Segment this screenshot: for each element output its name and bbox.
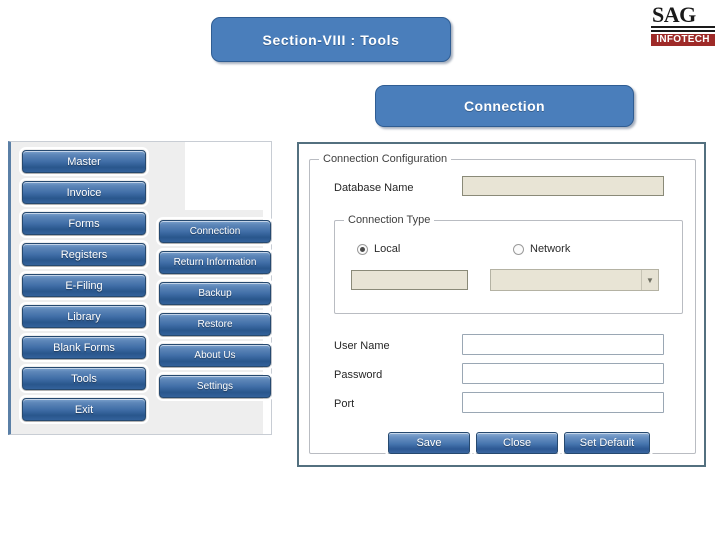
menu-button-e-filing[interactable]: E-Filing (19, 271, 149, 300)
menu-secondary-column: Connection Return Information Backup Res… (156, 217, 274, 401)
save-button[interactable]: Save (385, 429, 473, 457)
logo-bar-1 (651, 26, 715, 28)
radio-network[interactable]: Network (513, 243, 570, 255)
radio-network-icon (513, 243, 524, 255)
menu-button-backup[interactable]: Backup (156, 279, 274, 308)
password-input[interactable] (462, 363, 664, 384)
connection-configuration-group-title: Connection Configuration (319, 153, 452, 165)
menu-button-connection[interactable]: Connection (156, 217, 274, 246)
menu-primary-column: Master Invoice Forms Registers E-Filing … (19, 147, 149, 424)
menu-button-invoice[interactable]: Invoice (19, 178, 149, 207)
menu-button-blank-forms[interactable]: Blank Forms (19, 333, 149, 362)
connection-type-group: Connection Type Local Network ▼ (334, 214, 683, 314)
logo-bar-2 (651, 29, 715, 32)
set-default-button[interactable]: Set Default (561, 429, 653, 457)
user-name-input[interactable] (462, 334, 664, 355)
connection-title-text: Connection (464, 98, 545, 114)
instance-name-combobox[interactable]: ▼ (490, 269, 659, 291)
menu-button-registers[interactable]: Registers (19, 240, 149, 269)
logo-sub-text: INFOTECH (651, 34, 715, 46)
port-label: Port (334, 398, 355, 410)
logo-divider-bars (651, 26, 715, 33)
menu-button-library[interactable]: Library (19, 302, 149, 331)
menu-panel-blank-area (185, 142, 271, 210)
radio-local-label: Local (374, 243, 401, 255)
connection-configuration-group: Connection Configuration Database Name C… (309, 153, 696, 457)
database-name-label: Database Name (334, 182, 414, 194)
port-input[interactable] (462, 392, 664, 413)
connection-type-group-title: Connection Type (344, 214, 435, 226)
connection-title-banner: Connection (375, 85, 634, 127)
radio-local-icon (357, 243, 368, 255)
menu-button-about-us[interactable]: About Us (156, 341, 274, 370)
server-name-input[interactable] (351, 270, 468, 290)
logo-brand-text: SAG (652, 2, 696, 27)
connection-configuration-dialog: Connection Configuration Database Name C… (297, 142, 706, 467)
user-name-label: User Name (334, 340, 390, 352)
menu-button-tools[interactable]: Tools (19, 364, 149, 393)
menu-button-restore[interactable]: Restore (156, 310, 274, 339)
section-title-text: Section-VIII : Tools (262, 31, 400, 48)
radio-local[interactable]: Local (357, 243, 400, 255)
section-title-banner: Section-VIII : Tools (211, 17, 451, 62)
sag-infotech-logo: SAG INFOTECH (651, 4, 715, 48)
menu-button-forms[interactable]: Forms (19, 209, 149, 238)
radio-network-label: Network (530, 243, 571, 255)
menu-button-exit[interactable]: Exit (19, 395, 149, 424)
menu-button-master[interactable]: Master (19, 147, 149, 176)
main-menu-panel: Master Invoice Forms Registers E-Filing … (8, 141, 274, 435)
menu-button-return-information[interactable]: Return Information (156, 248, 274, 277)
menu-button-settings[interactable]: Settings (156, 372, 274, 401)
database-name-input[interactable] (462, 176, 664, 196)
password-label: Password (334, 369, 383, 381)
close-button[interactable]: Close (473, 429, 561, 457)
chevron-down-icon: ▼ (641, 270, 658, 290)
